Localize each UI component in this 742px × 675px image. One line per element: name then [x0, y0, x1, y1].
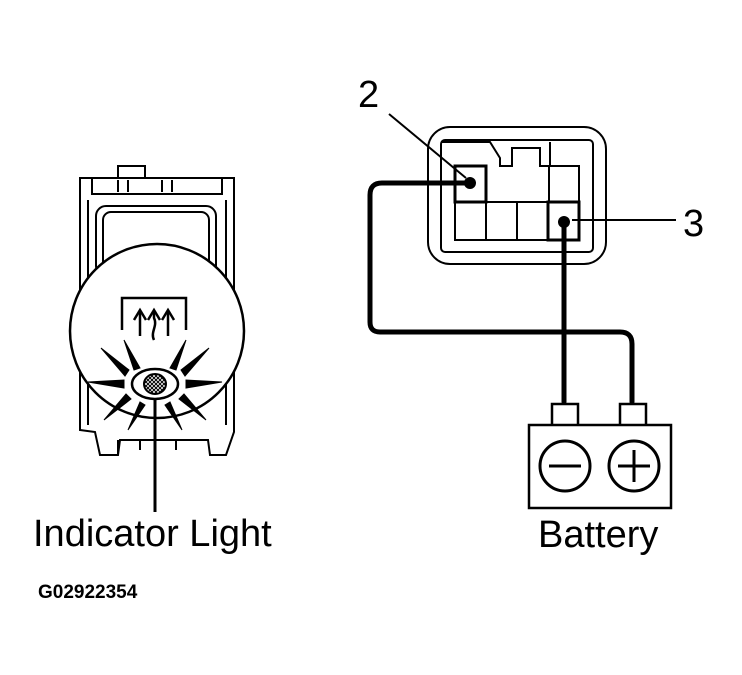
test-wires [367, 180, 635, 405]
battery-positive-post [618, 402, 648, 428]
pin-3-label: 3 [683, 203, 704, 245]
pin-2-leader-line [388, 113, 467, 179]
magnified-view-circle [68, 242, 246, 420]
wire-pin-2-to-positive [367, 180, 635, 405]
rear-defroster-icon [120, 296, 188, 341]
figure-code: G02922354 [38, 582, 138, 603]
battery [527, 402, 673, 510]
indicator-light-label: Indicator Light [33, 513, 272, 555]
light-rays [87, 339, 223, 431]
battery-negative-symbol [538, 439, 592, 493]
battery-negative-post [550, 402, 580, 428]
battery-positive-symbol [607, 439, 661, 493]
battery-label: Battery [538, 514, 658, 556]
indicator-light-icon [87, 339, 223, 431]
pin-2-label: 2 [358, 74, 379, 116]
